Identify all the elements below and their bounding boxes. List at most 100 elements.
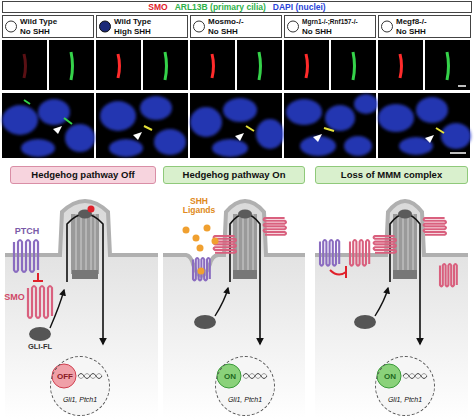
micrograph-part-part xyxy=(223,98,257,122)
micrograph-part-part xyxy=(416,97,448,123)
cell-off-part xyxy=(78,374,102,379)
micrograph-part xyxy=(378,97,471,155)
micrograph-part xyxy=(400,54,402,78)
micrograph-part xyxy=(306,54,308,78)
micrograph-part xyxy=(143,40,188,90)
cell-mmm-loss-part xyxy=(375,288,388,316)
micrograph-part xyxy=(2,99,95,157)
cell-mmm-loss-part xyxy=(354,315,376,329)
cell-off-part xyxy=(76,214,95,274)
legend-swatch: DAPI (nuclei) xyxy=(273,2,326,12)
cell-on-part xyxy=(243,374,267,379)
micrograph-part xyxy=(353,52,355,80)
cell-off-part xyxy=(71,214,99,274)
micrograph-part-part xyxy=(354,94,378,114)
legend-text: SMO xyxy=(148,2,167,12)
micrograph-part-part xyxy=(190,107,222,137)
cell-off-part xyxy=(88,206,95,213)
protein-label: PTCH xyxy=(10,227,44,236)
micrograph-part xyxy=(24,100,30,104)
cell-on-part xyxy=(233,270,257,279)
nucleus-circle: ONGli1, Ptch1 xyxy=(375,356,435,416)
micrograph xyxy=(378,40,471,158)
cell-mmm-loss-part xyxy=(330,266,346,278)
cell-off-part xyxy=(50,290,64,328)
micrograph-part xyxy=(447,52,449,80)
condition-dot-part xyxy=(382,21,393,32)
micrograph xyxy=(96,40,188,158)
condition-label: No SHH xyxy=(396,27,470,37)
micrograph xyxy=(2,40,95,158)
band-title: Hedgehog pathway On xyxy=(164,167,304,183)
condition-header: Mosmo-/-No SHH xyxy=(190,15,282,38)
cell-on-part xyxy=(233,214,257,274)
legend-text: DAPI (nuclei) xyxy=(273,2,326,12)
condition-header: Wild TypeNo SHH xyxy=(2,15,94,38)
cell-mmm-loss-part xyxy=(320,240,339,266)
cell-off-part xyxy=(72,270,98,279)
cell-mmm-loss-part xyxy=(393,270,417,279)
micrograph-part-part xyxy=(256,119,284,149)
cell-on-part xyxy=(183,225,219,275)
cell-mmm-loss-part xyxy=(424,218,446,235)
cell-mmm-loss-part xyxy=(440,264,457,286)
micrograph xyxy=(284,40,378,158)
cell-mmm-loss-part xyxy=(390,214,420,344)
condition-header: Megf8-/-No SHH xyxy=(378,15,471,38)
micrograph-part xyxy=(190,40,235,90)
cell-mmm-loss-part xyxy=(315,201,468,419)
micrograph-part-part xyxy=(344,136,372,156)
micrograph-part xyxy=(378,40,423,90)
micrograph-part xyxy=(259,52,261,80)
micrograph-part xyxy=(2,93,94,158)
micrograph-part-part xyxy=(109,139,143,157)
state-label: ON xyxy=(377,372,403,381)
micrograph-part xyxy=(190,98,284,157)
condition-header: Wild TypeHigh SHH xyxy=(96,15,188,38)
micrograph-part xyxy=(436,128,444,133)
cell-off xyxy=(5,201,158,419)
condition-dot-part xyxy=(100,21,111,32)
cell-mmm-loss-part xyxy=(375,356,435,416)
micrograph-part xyxy=(96,93,188,158)
cell-on-part xyxy=(238,214,253,274)
nucleus-circle: OFFGli1, Ptch1 xyxy=(50,356,110,416)
cell-off-part xyxy=(28,286,52,318)
micrograph-part-part xyxy=(378,104,414,132)
micrograph-part xyxy=(246,126,254,131)
cell-on-part-part xyxy=(198,268,205,275)
cell-on-part xyxy=(193,258,210,280)
ligand-label: SHH Ligands xyxy=(175,197,223,215)
legend-swatch: ARL13B (primary cilia) xyxy=(175,2,266,12)
micrograph-part xyxy=(324,128,334,131)
micrograph-part-part xyxy=(140,96,172,120)
pathway-state-band: Hedgehog pathway Off xyxy=(10,166,156,184)
micrograph-part xyxy=(64,118,72,124)
protein-label: SMO xyxy=(2,293,27,302)
micrograph-part xyxy=(165,52,167,80)
micrograph-part-part xyxy=(65,124,95,152)
cell-on-part xyxy=(215,288,228,316)
legend-swatch: SMO xyxy=(148,2,167,12)
condition-label: No SHH xyxy=(20,27,93,37)
cell-mmm-loss-part xyxy=(374,236,396,253)
condition-label: No SHH xyxy=(208,27,281,37)
micrograph-part xyxy=(286,94,378,156)
micrograph-part xyxy=(100,96,186,157)
band-title: Loss of MMM complex xyxy=(316,167,467,183)
cell-mmm-loss-part xyxy=(403,374,427,379)
state-label: ON xyxy=(217,372,243,381)
micrograph-part xyxy=(378,93,470,158)
micrograph xyxy=(190,40,284,158)
micrograph-part xyxy=(284,40,329,90)
condition-label: High SHH xyxy=(114,27,187,37)
micrograph-part xyxy=(237,40,282,90)
genotype-label: Wild Type xyxy=(114,17,187,27)
state-label: OFF xyxy=(52,372,78,381)
micrograph-part-part xyxy=(154,129,186,155)
pathway-state-band: Hedgehog pathway On xyxy=(163,166,305,184)
genotype-label: Mosmo-/- xyxy=(208,17,281,27)
cell-on-part xyxy=(238,210,252,219)
micrograph-part-part xyxy=(2,105,38,135)
